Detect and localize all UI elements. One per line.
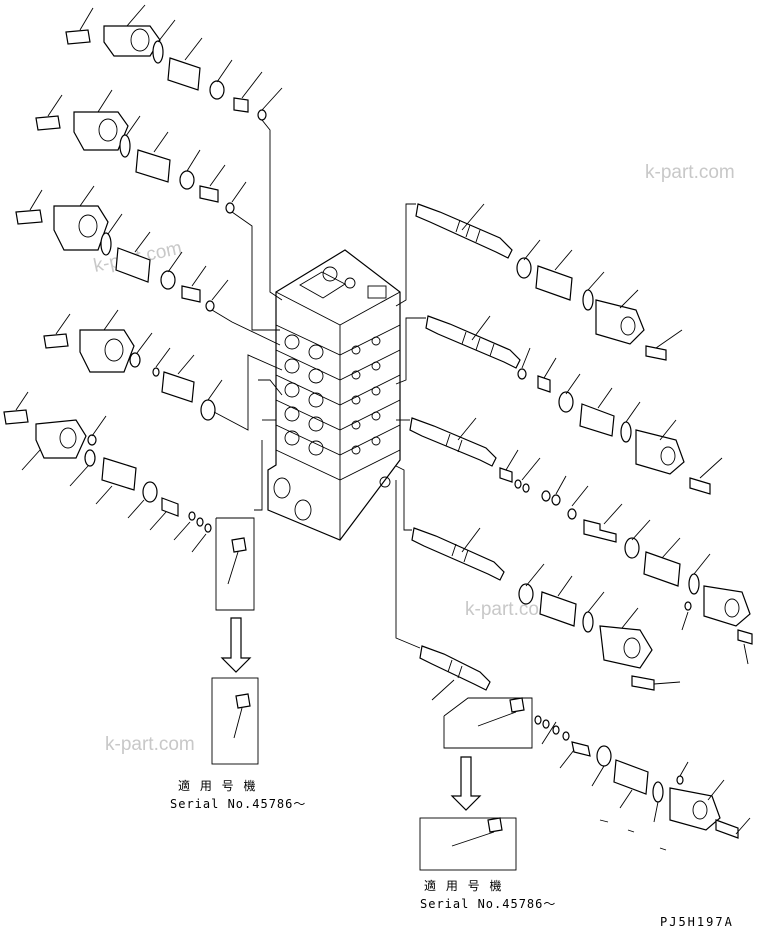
- right-leader-lines: [395, 203, 426, 649]
- drawing-code: PJ5H197A: [660, 915, 734, 929]
- left-assembly-row-3: [15, 185, 229, 312]
- left-serial-label: Serial No.45786～: [170, 797, 306, 811]
- arrow-down-right: [450, 756, 482, 811]
- control-valve-body: [267, 249, 401, 541]
- right-serial-label: Serial No.45786～: [420, 897, 556, 911]
- left-assembly-row-1: [65, 4, 283, 121]
- watermark-top-right: k-part.com: [645, 162, 735, 183]
- watermark-center: k-part.com: [465, 599, 555, 620]
- left-assembly-row-2: [35, 89, 247, 214]
- right-assembly-row-5: [419, 645, 751, 851]
- left-detail-box: [211, 677, 259, 765]
- left-serial-label-jp: 適 用 号 機: [178, 778, 258, 793]
- watermark-bottom-left: k-part.com: [105, 734, 195, 755]
- right-assembly-row-3: [409, 417, 753, 665]
- right-serial-label-jp: 適 用 号 機: [424, 878, 504, 893]
- right-assembly-row-2: [425, 315, 723, 495]
- left-assembly-row-5: [3, 391, 212, 553]
- right-assembly-row-4: [411, 527, 681, 691]
- right-detail-box: [419, 817, 517, 871]
- left-leader-lines: [211, 119, 283, 431]
- right-serial-detail: 適 用 号 機 Serial No.45786～: [419, 697, 556, 911]
- left-serial-detail: 適 用 号 機 Serial No.45786～: [170, 440, 306, 811]
- left-assembly-row-4: [43, 309, 223, 421]
- right-assembly-row-1: [415, 203, 683, 361]
- arrow-down-left: [220, 617, 252, 673]
